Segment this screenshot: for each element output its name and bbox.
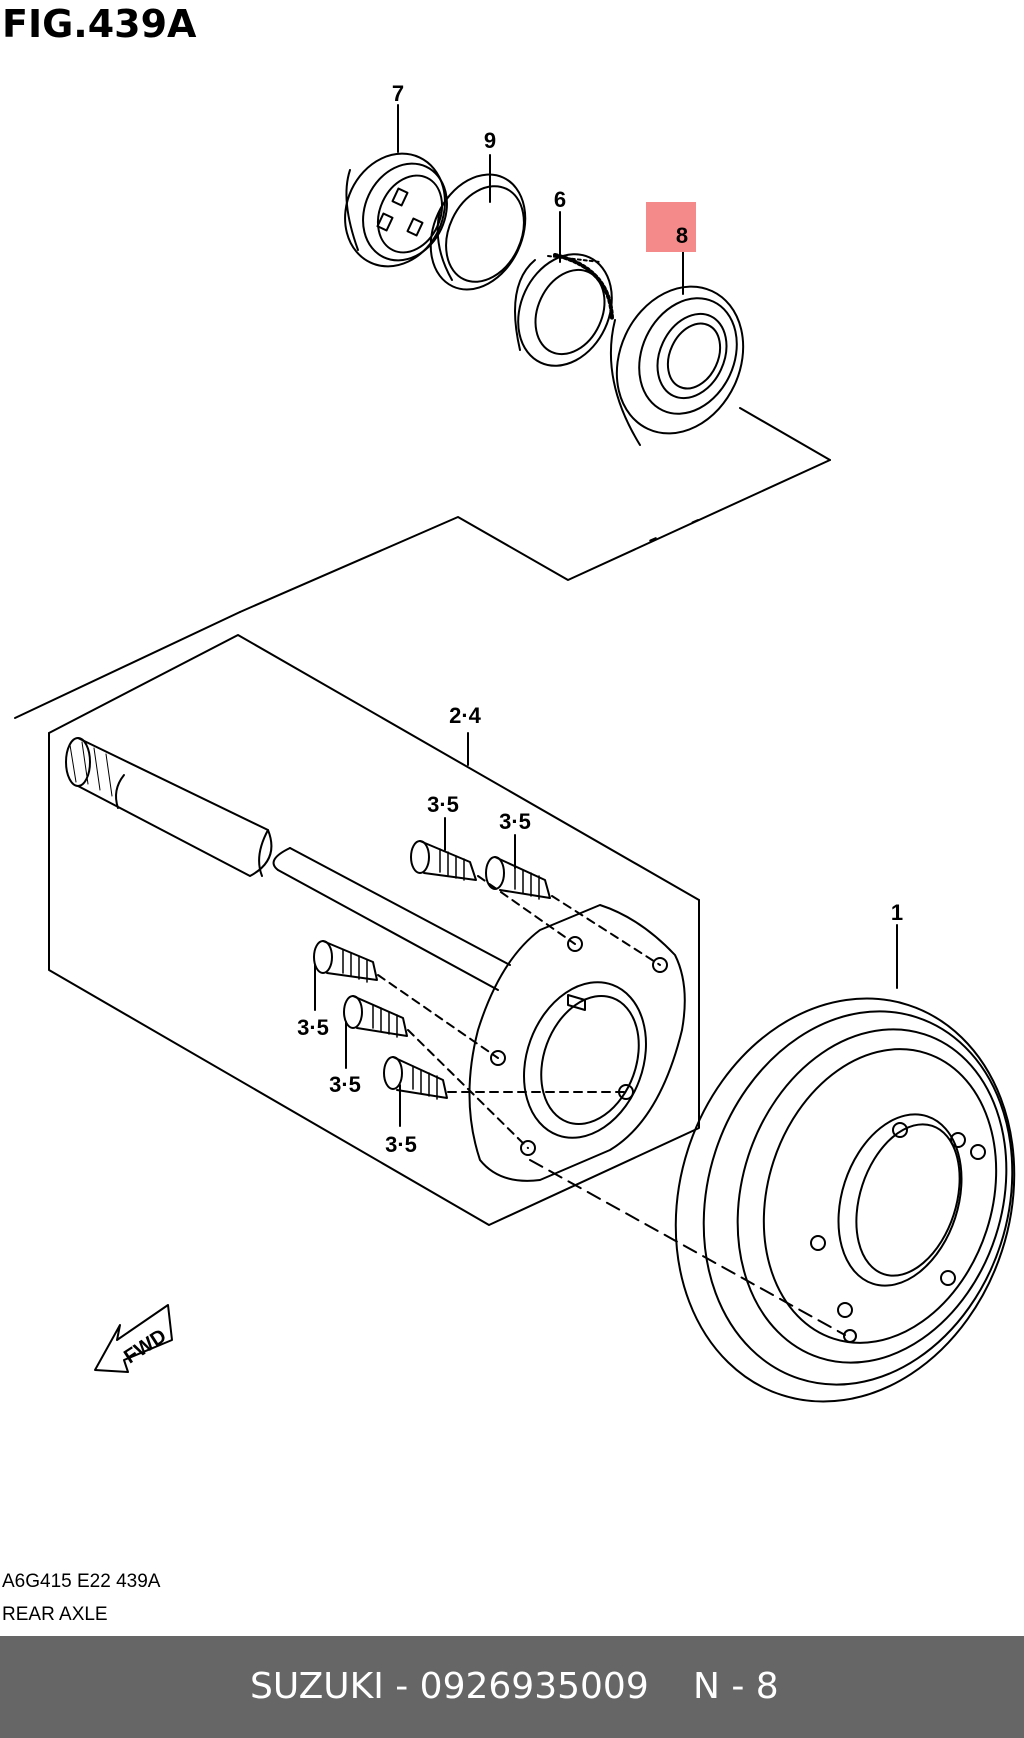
forward-arrow-icon: FWD: [94, 1304, 173, 1373]
diagram-description: REAR AXLE: [2, 1604, 108, 1625]
callout-7: 7: [392, 81, 404, 106]
callout-3-5-c: 3·5: [297, 1015, 329, 1040]
callout-3-5-d: 3·5: [329, 1072, 361, 1097]
axle-assembly-outline: [14, 611, 700, 1226]
callout-3-5-e: 3·5: [385, 1132, 417, 1157]
callout-8: 8: [676, 223, 688, 248]
part-quantity: N - 8: [693, 1666, 779, 1707]
callout-6: 6: [554, 187, 566, 212]
stud-5: [383, 1056, 448, 1100]
stud-1: [410, 840, 477, 881]
axle-shaft-part-2: [65, 737, 511, 991]
callout-8-highlight: [646, 202, 696, 252]
stud-4: [343, 995, 408, 1038]
wheel-bearing-part-8: [609, 285, 745, 446]
stud-2: [485, 856, 551, 900]
axle-flange: [468, 904, 686, 1182]
part-info-bar: SUZUKI - 0926935009 N - 8: [0, 1636, 1024, 1738]
callout-3-5-b: 3·5: [499, 809, 531, 834]
callout-3-5-a: 3·5: [427, 792, 459, 817]
hub-studs-part-3: [313, 840, 661, 1149]
rear-axle-exploded-diagram: FWD 7 9 6 8 2·4 3·5 3·5 3·5 3·5 3·5 1: [14, 81, 1016, 1403]
figure-title: FIG.439A: [2, 2, 197, 46]
stud-3: [313, 940, 378, 983]
sensor-ring-part-6: [514, 253, 614, 367]
diagram-code: A6G415 E22 439A: [2, 1571, 161, 1592]
spacer-ring-part-9: [429, 173, 527, 291]
part-number: SUZUKI - 0926935009: [250, 1666, 649, 1707]
callout-1: 1: [891, 900, 903, 925]
callout-2-4: 2·4: [449, 703, 482, 728]
bearing-group-outline: [239, 407, 831, 613]
callout-9: 9: [484, 128, 496, 153]
brake-drum-part-1: [529, 997, 1016, 1403]
